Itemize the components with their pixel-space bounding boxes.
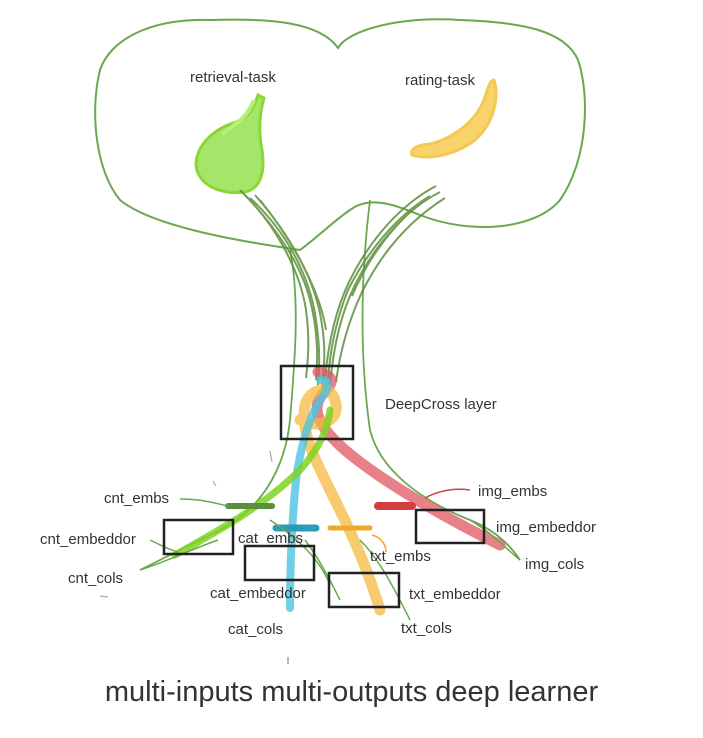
- img-embeddor-box: [414, 508, 486, 545]
- rating-task-label: rating-task: [405, 72, 476, 89]
- cat-embs-label: cat_embs: [238, 530, 303, 547]
- retrieval-task-label: retrieval-task: [190, 69, 276, 86]
- txt-embs-leader: [371, 534, 387, 553]
- deepcross-layer-box: [279, 364, 355, 441]
- cat-embeddor-label: cat_embeddor: [210, 585, 306, 602]
- txt-cols-label: txt_cols: [401, 620, 452, 637]
- trunk-strokes: [239, 185, 446, 389]
- cat-embeddor-box: [243, 544, 316, 582]
- trunk-right-outline: [361, 199, 521, 561]
- cnt-cols-label: cnt_cols: [68, 570, 123, 587]
- cat-cols-label: cat_cols: [228, 621, 283, 638]
- img-embs-leader: [424, 488, 471, 499]
- retrieval-task-shape: [194, 92, 266, 195]
- stray-marks: [99, 450, 289, 664]
- txt-embeddor-label: txt_embeddor: [409, 586, 501, 603]
- diagram-caption: multi-inputs multi-outputs deep learner: [104, 676, 599, 708]
- leader-lines: [139, 498, 521, 621]
- txt-embs-label: txt_embs: [370, 548, 431, 565]
- img-cols-label: img_cols: [525, 556, 584, 573]
- cnt-embeddor-box: [162, 518, 235, 556]
- img-embeddor-label: img_embeddor: [496, 519, 596, 536]
- img-embs-label: img_embs: [478, 483, 547, 500]
- cat-strand: [286, 375, 332, 612]
- cnt-strand: [171, 406, 334, 559]
- retrieval-task-highlight: [220, 99, 256, 136]
- rating-task-shape: [410, 78, 498, 159]
- deepcross-layer-label: DeepCross layer: [385, 396, 497, 413]
- cnt-embeddor-label: cnt_embeddor: [40, 531, 136, 548]
- txt-strand: [294, 384, 386, 616]
- canopy-outline: [94, 18, 586, 252]
- cnt-embs-label: cnt_embs: [104, 490, 169, 507]
- txt-embeddor-box: [327, 571, 401, 609]
